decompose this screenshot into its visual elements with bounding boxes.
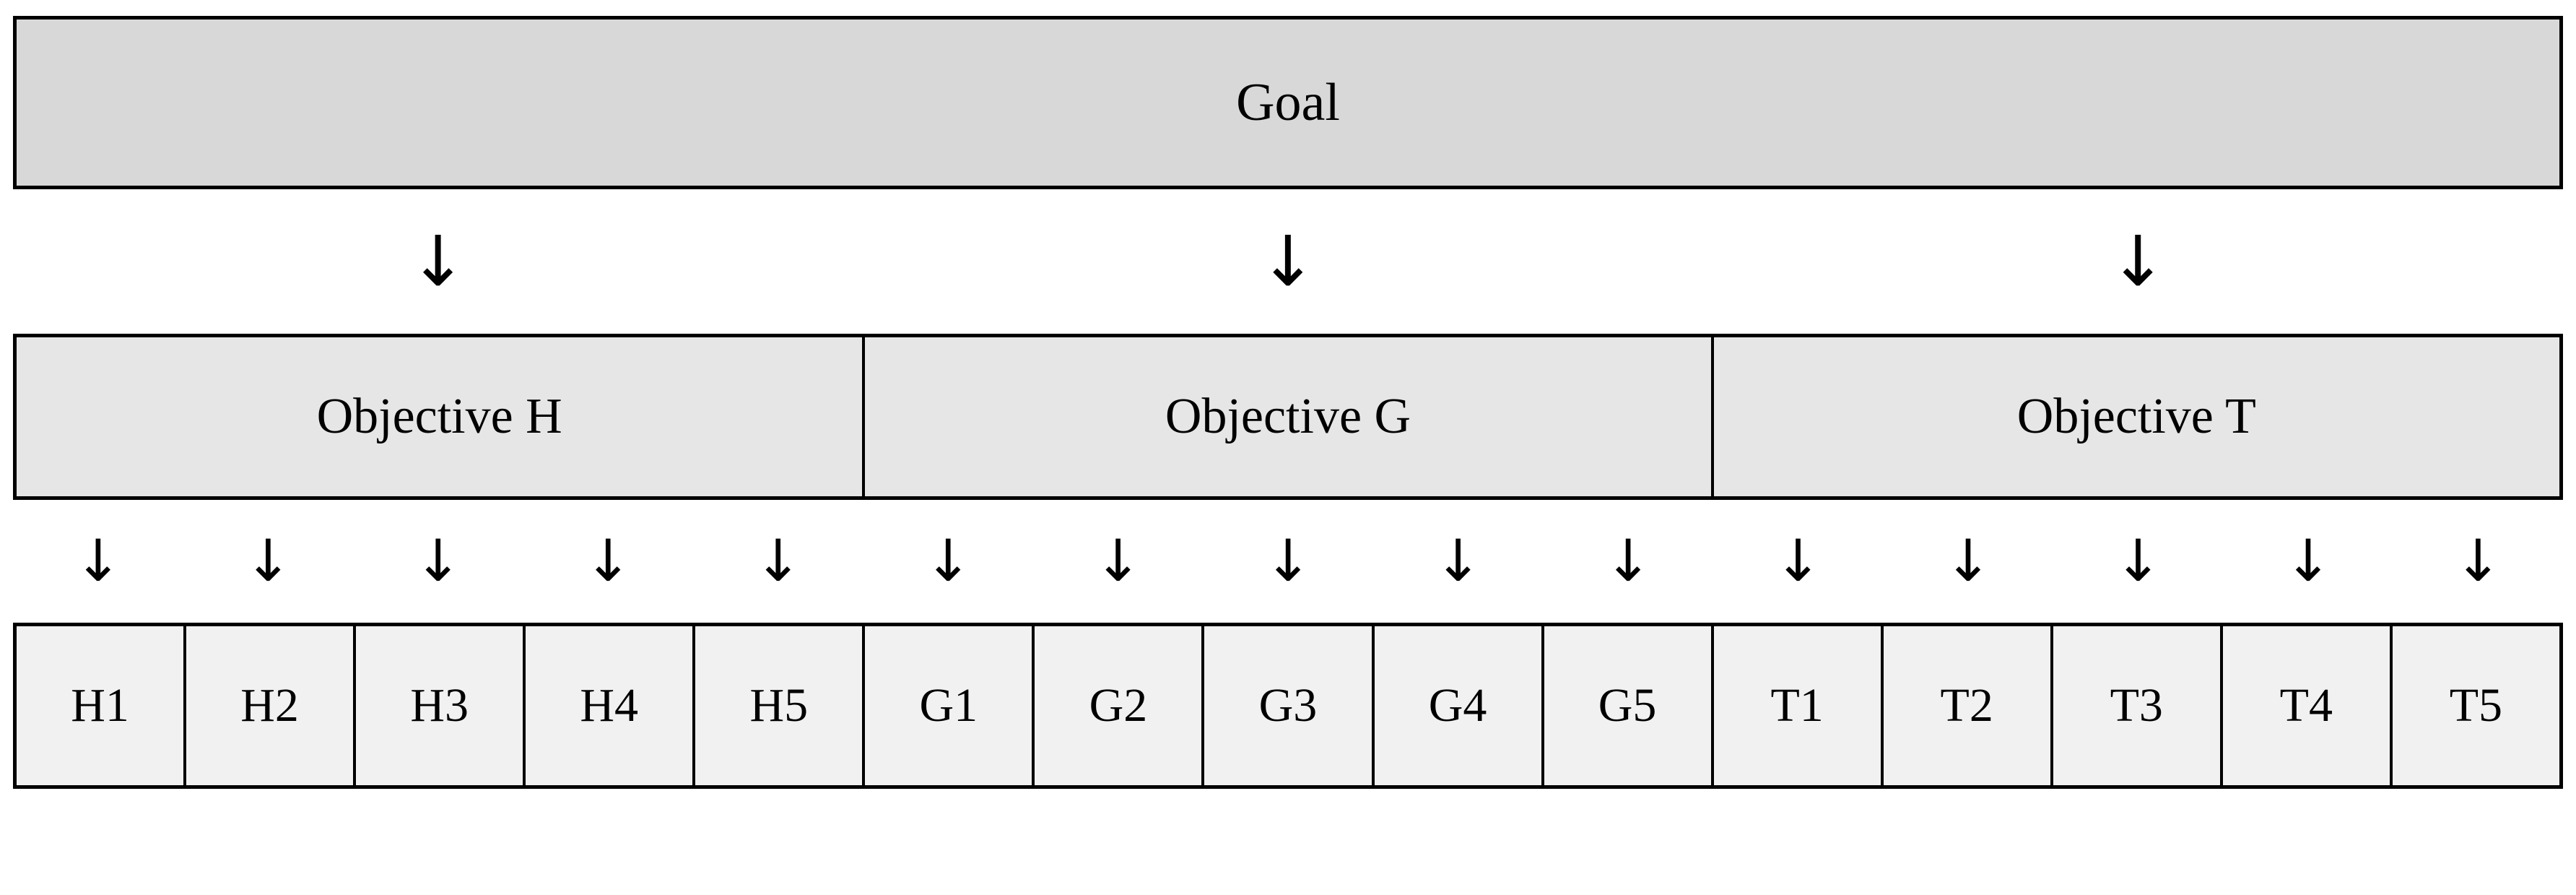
goal-box: Goal xyxy=(13,16,2563,189)
down-arrow-icon: ↓ xyxy=(1433,527,1482,594)
down-arrow-icon: ↓ xyxy=(1604,527,1653,594)
criteria-box-h3: H3 xyxy=(356,626,526,785)
objective-box-g: Objective G xyxy=(865,337,1714,496)
down-arrow-icon: ↓ xyxy=(754,527,803,594)
arrow-cell-g2: ↓ xyxy=(1033,532,1203,590)
down-arrow-icon: ↓ xyxy=(583,527,632,594)
down-arrow-icon: ↓ xyxy=(409,221,467,302)
criteria-box-h4: H4 xyxy=(526,626,696,785)
down-arrow-icon: ↓ xyxy=(1263,527,1313,594)
criteria-box-h2: H2 xyxy=(186,626,357,785)
arrow-cell-h4: ↓ xyxy=(523,532,692,590)
arrow-cell-h1: ↓ xyxy=(13,532,183,590)
criteria-box-g3: G3 xyxy=(1204,626,1375,785)
objective-to-criteria-arrow-row: ↓ ↓ ↓ ↓ ↓ ↓ ↓ ↓ ↓ ↓ ↓ ↓ ↓ ↓ ↓ xyxy=(13,500,2563,623)
arrow-cell-objective-g: ↓ xyxy=(863,227,1713,296)
down-arrow-icon: ↓ xyxy=(923,527,972,594)
criteria-box-h5: H5 xyxy=(695,626,866,785)
down-arrow-icon: ↓ xyxy=(414,527,463,594)
arrow-cell-g3: ↓ xyxy=(1203,532,1372,590)
down-arrow-icon: ↓ xyxy=(1094,527,1143,594)
criteria-box-g5: G5 xyxy=(1544,626,1714,785)
objective-box-h: Objective H xyxy=(17,337,866,496)
criteria-level-row: H1 H2 H3 H4 H5 G1 G2 G3 G4 G5 T1 T2 T3 T… xyxy=(13,623,2563,789)
down-arrow-icon: ↓ xyxy=(2284,527,2333,594)
criteria-box-g2: G2 xyxy=(1035,626,1205,785)
arrow-cell-g1: ↓ xyxy=(863,532,1032,590)
down-arrow-icon: ↓ xyxy=(1773,527,1822,594)
arrow-cell-g4: ↓ xyxy=(1373,532,1543,590)
criteria-box-g1: G1 xyxy=(865,626,1035,785)
down-arrow-icon: ↓ xyxy=(243,527,292,594)
down-arrow-icon: ↓ xyxy=(1258,221,1318,302)
criteria-box-t2: T2 xyxy=(1883,626,2053,785)
down-arrow-icon: ↓ xyxy=(2109,221,2167,302)
down-arrow-icon: ↓ xyxy=(74,527,123,594)
arrow-cell-t1: ↓ xyxy=(1713,532,1883,590)
arrow-cell-h5: ↓ xyxy=(693,532,863,590)
arrow-cell-g5: ↓ xyxy=(1543,532,1713,590)
down-arrow-icon: ↓ xyxy=(1944,527,1993,594)
down-arrow-icon: ↓ xyxy=(2453,527,2502,594)
arrow-cell-objective-h: ↓ xyxy=(13,227,863,296)
arrow-cell-t2: ↓ xyxy=(1883,532,2053,590)
arrow-cell-h3: ↓ xyxy=(353,532,523,590)
criteria-box-t1: T1 xyxy=(1713,626,1884,785)
arrow-cell-objective-t: ↓ xyxy=(1713,227,2563,296)
criteria-box-t5: T5 xyxy=(2392,626,2559,785)
objective-box-t: Objective T xyxy=(1713,337,2559,496)
arrow-cell-t5: ↓ xyxy=(2393,532,2563,590)
goal-to-objective-arrow-row: ↓ ↓ ↓ xyxy=(13,189,2563,334)
objective-level-row: Objective H Objective G Objective T xyxy=(13,334,2563,500)
criteria-box-h1: H1 xyxy=(17,626,187,785)
arrow-cell-h2: ↓ xyxy=(183,532,352,590)
criteria-box-g4: G4 xyxy=(1374,626,1544,785)
criteria-box-t4: T4 xyxy=(2222,626,2393,785)
arrow-cell-t4: ↓ xyxy=(2223,532,2393,590)
arrow-cell-t3: ↓ xyxy=(2053,532,2223,590)
goal-level-row: Goal xyxy=(13,16,2563,189)
criteria-box-t3: T3 xyxy=(2053,626,2223,785)
down-arrow-icon: ↓ xyxy=(2113,527,2162,594)
